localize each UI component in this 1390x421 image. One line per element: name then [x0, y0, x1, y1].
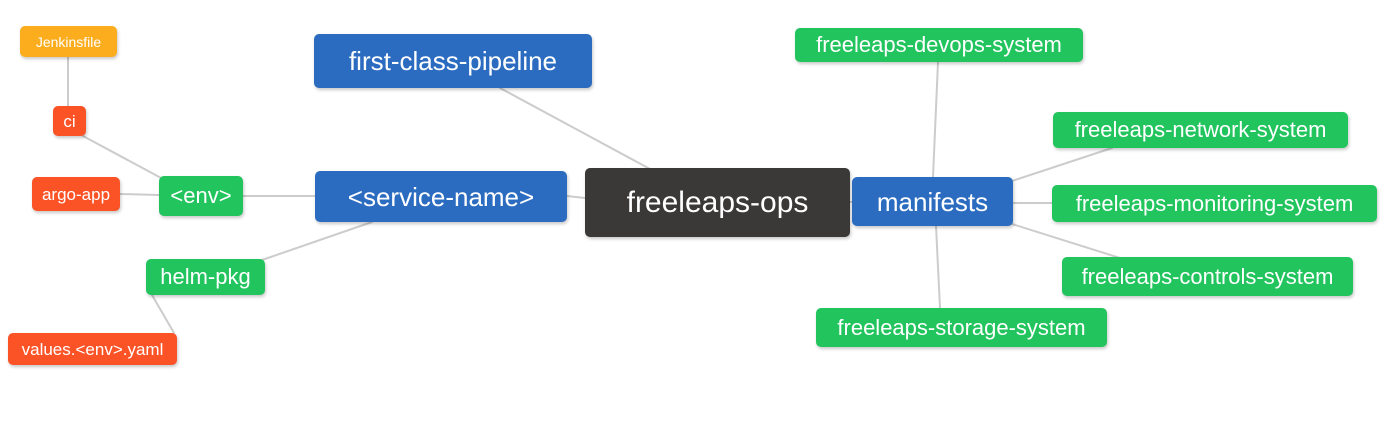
node-env[interactable]: <env> [159, 176, 243, 216]
node-freeleaps-ops-root[interactable]: freeleaps-ops [585, 168, 850, 237]
node-argo-app[interactable]: argo-app [32, 177, 120, 211]
node-values-env-yaml[interactable]: values.<env>.yaml [8, 333, 177, 365]
edge-manifests-controls [1011, 223, 1121, 259]
edge-argo-app-env [119, 193, 160, 196]
edge-manifests-devops [932, 61, 939, 178]
node-freeleaps-network-system[interactable]: freeleaps-network-system [1053, 112, 1348, 148]
edge-service-helm-pkg [261, 221, 373, 261]
node-freeleaps-controls-system[interactable]: freeleaps-controls-system [1062, 257, 1353, 296]
node-freeleaps-devops-system[interactable]: freeleaps-devops-system [795, 28, 1083, 62]
edge-fcp-root [499, 87, 651, 170]
node-freeleaps-storage-system[interactable]: freeleaps-storage-system [816, 308, 1107, 347]
edge-ci-env [82, 135, 164, 180]
node-helm-pkg[interactable]: helm-pkg [146, 259, 265, 295]
node-jenkinsfile[interactable]: Jenkinsfile [20, 26, 117, 57]
edge-service-root [566, 195, 586, 199]
edge-helm-pkg-values [151, 294, 175, 334]
node-manifests[interactable]: manifests [852, 177, 1013, 226]
edge-manifests-network [1011, 147, 1113, 182]
node-ci[interactable]: ci [53, 106, 86, 136]
edge-manifests-storage [935, 225, 941, 309]
node-freeleaps-monitoring-system[interactable]: freeleaps-monitoring-system [1052, 185, 1377, 222]
node-service-name[interactable]: <service-name> [315, 171, 567, 222]
node-first-class-pipeline[interactable]: first-class-pipeline [314, 34, 592, 88]
